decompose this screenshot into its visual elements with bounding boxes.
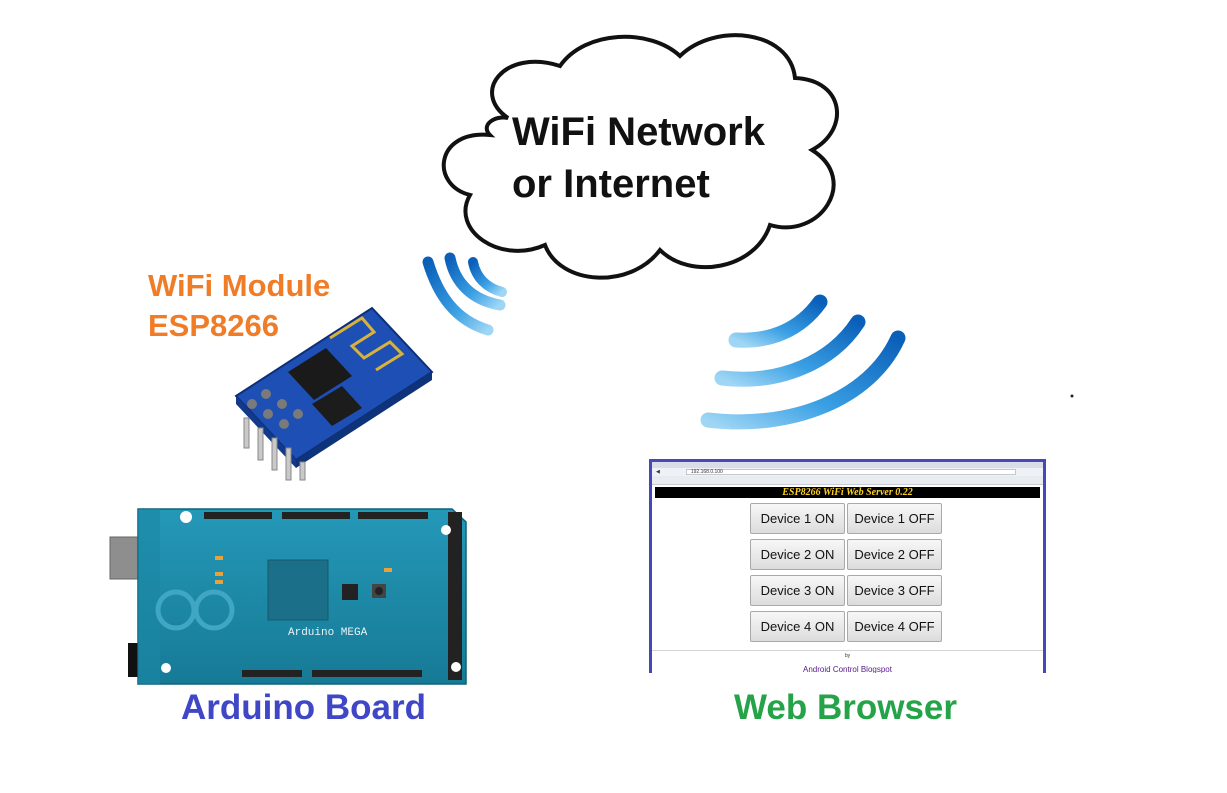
device-4-row: Device 4 ON Device 4 OFF (750, 611, 945, 643)
device-4-on-button[interactable]: Device 4 ON (750, 611, 845, 642)
device-1-on-button[interactable]: Device 1 ON (750, 503, 845, 534)
arduino-board-name: Arduino MEGA (288, 627, 368, 639)
wifi-module-label-line2: ESP8266 (148, 308, 279, 343)
cloud-shape (441, 33, 839, 280)
browser-url-field[interactable]: 192.168.0.100 (685, 469, 1016, 475)
device-button-grid: Device 1 ON Device 1 OFF Device 2 ON Dev… (750, 503, 945, 647)
device-2-off-button[interactable]: Device 2 OFF (847, 539, 942, 570)
cloud-label-line1: WiFi Network (512, 110, 765, 154)
web-server-page-header: ESP8266 WiFi Web Server 0.22 (655, 487, 1040, 498)
cloud-label: WiFi Network or Internet (512, 106, 812, 210)
back-icon[interactable]: ◀ (656, 469, 660, 475)
browser-tab-strip (652, 462, 1043, 468)
device-3-on-button[interactable]: Device 3 ON (750, 575, 845, 606)
wifi-module-label-line1: WiFi Module (148, 268, 331, 303)
page-divider (652, 650, 1043, 651)
wifi-signal-icon-module (422, 252, 507, 336)
browser-address-bar: ◀ 192.168.0.100 (652, 468, 1043, 476)
cloud-label-line2: or Internet (512, 162, 710, 206)
browser-window: ◀ 192.168.0.100 ESP8266 WiFi Web Server … (649, 459, 1046, 673)
wifi-signal-icon-browser (700, 294, 906, 430)
arduino-board-label: Arduino Board (181, 688, 426, 727)
by-text: by (844, 653, 851, 659)
device-2-on-button[interactable]: Device 2 ON (750, 539, 845, 570)
device-2-row: Device 2 ON Device 2 OFF (750, 539, 945, 571)
device-1-off-button[interactable]: Device 1 OFF (847, 503, 942, 534)
device-4-off-button[interactable]: Device 4 OFF (847, 611, 942, 642)
web-browser-label: Web Browser (734, 688, 958, 727)
browser-bookmarks-bar (652, 476, 1043, 485)
device-3-off-button[interactable]: Device 3 OFF (847, 575, 942, 606)
device-3-row: Device 3 ON Device 3 OFF (750, 575, 945, 607)
esp8266-module-illustration (234, 306, 434, 481)
footer-link[interactable]: Android Control Blogspot (803, 665, 892, 673)
arduino-mega-board-illustration (109, 508, 467, 685)
wifi-module-label: WiFi Module ESP8266 (148, 266, 330, 346)
device-1-row: Device 1 ON Device 1 OFF (750, 503, 945, 535)
